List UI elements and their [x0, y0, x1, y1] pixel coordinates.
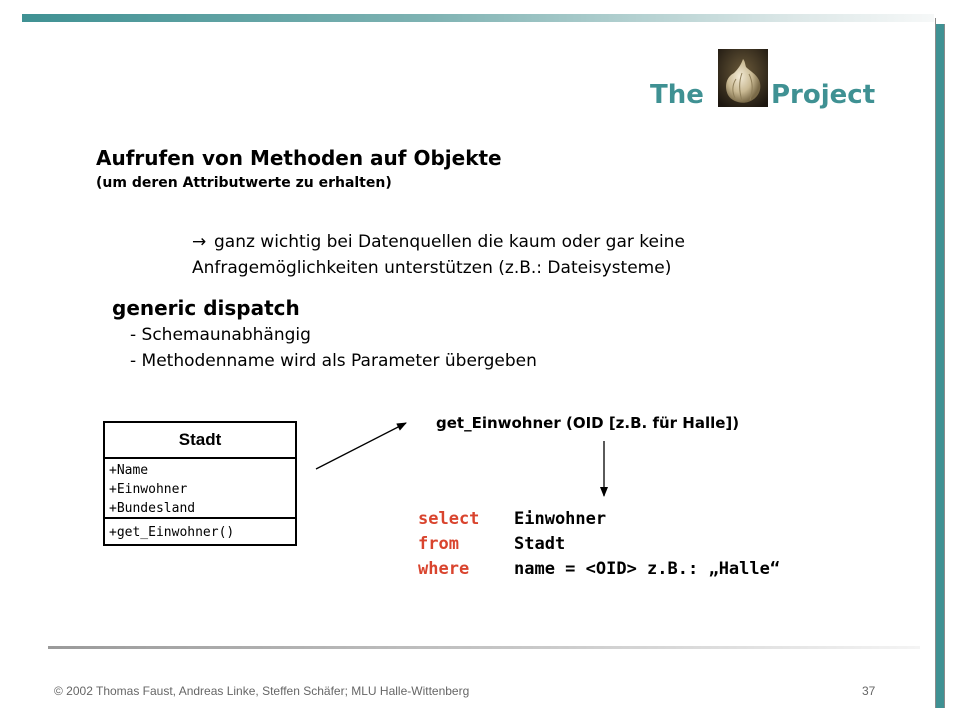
sql-text: name = <OID> z.B.: „Halle“	[514, 559, 781, 579]
note-line: Anfragemöglichkeiten unterstützen (z.B.:…	[192, 258, 672, 278]
right-accent-bar	[936, 24, 944, 708]
uml-attribute: +Einwohner	[109, 482, 188, 497]
note-text: ganz wichtig bei Datenquellen die kaum o…	[214, 232, 685, 252]
frame-line	[935, 18, 936, 708]
uml-operations: +get_Einwohner()	[105, 519, 295, 542]
footer-copyright: © 2002 Thomas Faust, Andreas Linke, Stef…	[54, 684, 470, 698]
generic-dispatch-list: - Schemaunabhängig - Methodenname wird a…	[130, 322, 537, 374]
list-item: - Schemaunabhängig	[130, 325, 311, 345]
note-line: → ganz wichtig bei Datenquellen die kaum …	[192, 229, 685, 255]
logo-word-the: The	[650, 80, 704, 110]
sql-keyword: where	[418, 559, 470, 579]
diagonal-arrow	[315, 422, 407, 470]
sql-text: Stadt	[514, 534, 566, 554]
sql-keyword: select	[418, 509, 480, 529]
slide-subtitle: (um deren Attributwerte zu erhalten)	[96, 175, 392, 191]
sql-keyword: from	[418, 534, 459, 554]
generic-dispatch-title: generic dispatch	[112, 296, 300, 320]
note-block: → ganz wichtig bei Datenquellen die kaum …	[192, 229, 685, 281]
uml-class-box: Stadt +Name +Einwohner +Bundesland +get_…	[103, 421, 297, 546]
uml-attributes: +Name +Einwohner +Bundesland	[105, 459, 295, 519]
sql-query: select Einwohner from Stadt where name = <O…	[418, 507, 780, 582]
sql-row: where name = <OID> z.B.: „Halle“	[418, 557, 780, 582]
list-item: - Methodenname wird als Parameter überge…	[130, 351, 537, 371]
uml-attribute: +Bundesland	[109, 501, 196, 516]
sql-text: Einwohner	[514, 509, 607, 529]
footer-divider	[48, 646, 920, 649]
frame-line	[944, 24, 945, 708]
logo-word-project: Project	[771, 80, 876, 110]
uml-attribute: +Name	[109, 463, 149, 478]
garlic-logo-image	[718, 49, 768, 107]
page-number: 37	[862, 684, 876, 698]
top-accent-bar	[22, 14, 934, 22]
method-call-label: get_Einwohner (OID [z.B. für Halle])	[436, 414, 740, 432]
uml-class-name: Stadt	[105, 423, 295, 459]
sql-row: select Einwohner	[418, 507, 780, 532]
uml-operation: +get_Einwohner()	[109, 525, 235, 540]
sql-row: from Stadt	[418, 532, 780, 557]
slide-title: Aufrufen von Methoden auf Objekte	[96, 146, 502, 170]
arrow-right-icon: →	[192, 232, 207, 252]
